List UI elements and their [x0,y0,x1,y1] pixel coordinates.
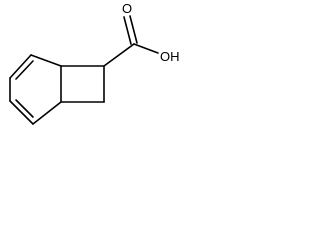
ring-bond [30,54,62,67]
carboxylic-acid-group: O OH [103,1,180,67]
carbonyl-double-bond [123,16,132,45]
hydroxyl-label: OH [160,49,180,64]
carbonyl-oxygen-label: O [122,1,132,16]
molecule-structure: O OH [9,1,180,125]
carbonyl-double-bond [129,15,138,44]
ring-bond [9,100,34,125]
ring-bond [32,101,62,125]
hydroxyl-bond [133,43,159,54]
ring-bond [9,54,32,79]
cyclohexadiene-ring [9,54,62,125]
ring-double-bond-inner [15,99,34,118]
ring-double-bond-inner [15,60,34,80]
cyclobutane-ring [60,65,105,103]
substituent-bond [103,43,135,67]
